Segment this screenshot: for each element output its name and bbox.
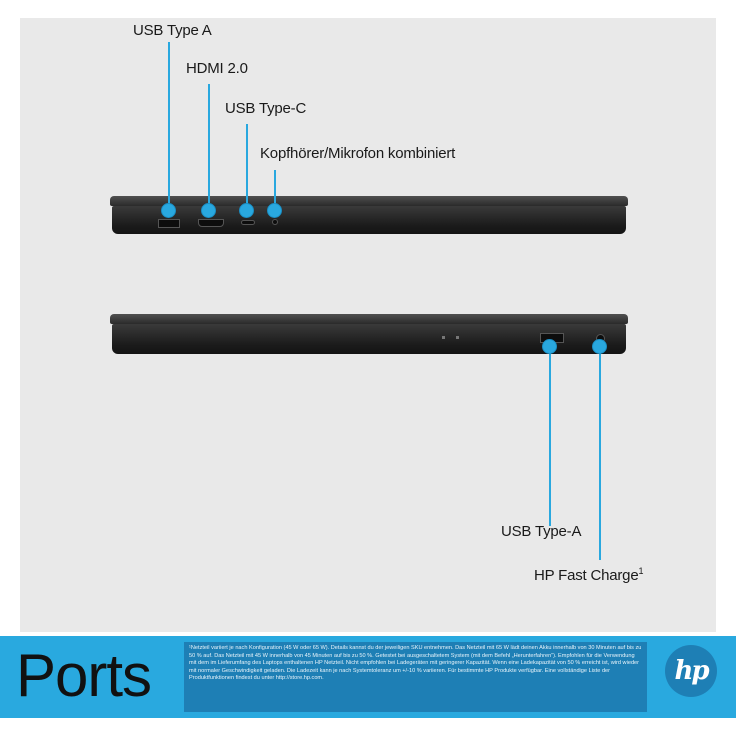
fast-charge-leader-line <box>599 346 601 560</box>
usb-a-leader-line <box>168 42 170 210</box>
usb-c-marker <box>239 203 254 218</box>
hdmi-leader-line <box>208 84 210 210</box>
laptop-lid <box>110 196 628 206</box>
label-hdmi: HDMI 2.0 <box>186 60 248 77</box>
label-usb-type-c: USB Type-C <box>225 100 307 117</box>
fast-charge-marker <box>592 339 607 354</box>
usb-a-right-leader-line <box>549 346 551 526</box>
laptop-left-side-view <box>110 196 628 238</box>
label-usb-type-a-right: USB Type-A <box>501 523 582 540</box>
laptop-base <box>112 324 626 354</box>
audio-marker <box>267 203 282 218</box>
hp-logo: hp <box>665 645 717 697</box>
label-hp-fast-charge-text: HP Fast Charge <box>534 567 639 584</box>
label-usb-type-a: USB Type A <box>133 22 212 39</box>
footnote-text: ¹Netzteil variiert je nach Konfiguration… <box>184 642 647 712</box>
usb-a-marker <box>161 203 176 218</box>
audio-jack <box>272 219 278 225</box>
status-led <box>456 336 459 339</box>
footnote-mark: 1 <box>638 566 644 576</box>
audio-leader-line <box>274 170 276 210</box>
usb-c-port <box>241 220 255 225</box>
footer-banner: Ports ¹Netzteil variiert je nach Konfigu… <box>0 636 736 718</box>
usb-a-right-marker <box>542 339 557 354</box>
label-hp-fast-charge: HP Fast Charge1 <box>534 566 643 584</box>
laptop-lid <box>110 314 628 324</box>
hdmi-port <box>198 219 224 227</box>
laptop-right-side-view <box>110 314 628 358</box>
laptop-base <box>112 206 626 234</box>
usb-a-port <box>158 219 180 228</box>
ports-title: Ports <box>16 642 152 709</box>
usb-c-leader-line <box>246 124 248 210</box>
hdmi-marker <box>201 203 216 218</box>
label-audio-combo: Kopfhörer/Mikrofon kombiniert <box>260 145 456 162</box>
status-led <box>442 336 445 339</box>
hp-logo-text: hp <box>674 656 709 686</box>
